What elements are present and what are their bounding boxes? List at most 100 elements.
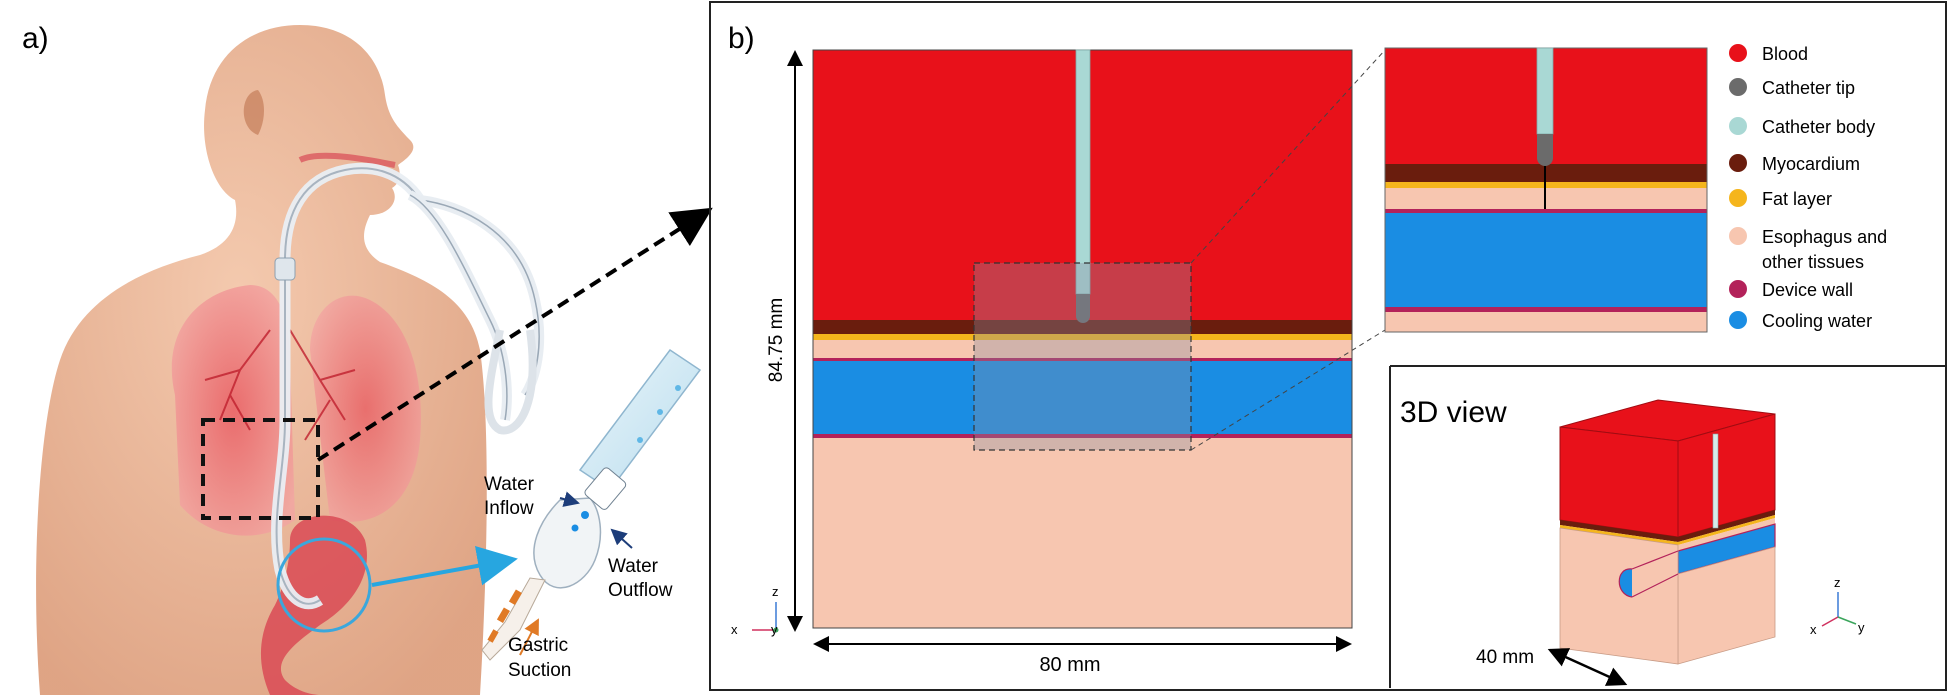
external-hose-2-outline [409, 194, 508, 421]
axis-y-dot [773, 627, 779, 633]
right-lung [310, 295, 421, 522]
axis-x-label: x [731, 622, 738, 637]
legend-swatch-device-wall [1729, 280, 1747, 298]
legend-swatch-cooling-water [1729, 311, 1747, 329]
inset-catheter-body [1536, 47, 1554, 135]
cyan-arrow [371, 546, 518, 587]
inset-tissue-lower [1385, 312, 1707, 332]
water-inflow-label-1: Water [484, 474, 535, 495]
legend: Blood Catheter tip Catheter body Myocard… [1729, 44, 1887, 331]
legend-label-device-wall: Device wall [1762, 280, 1853, 300]
axis3d-x-line [1821, 616, 1839, 627]
probe-illustration [481, 348, 702, 661]
layer-cooling-water [813, 361, 1352, 434]
water-port-4 [657, 409, 663, 415]
box-water-edge-bottom [1631, 573, 1679, 598]
panel-b: b) 84.75 mm 80 mm [709, 1, 1947, 691]
legend-swatch-blood [1729, 44, 1747, 62]
panel-b-label: b) [728, 22, 755, 55]
box-side-tissue [1678, 518, 1775, 551]
gastric-suction-label-1: Gastric [508, 635, 568, 656]
axis3d-z-label: z [1834, 575, 1841, 590]
box-side-fat [1678, 515, 1775, 545]
axis3d-y-line [1837, 616, 1857, 625]
axis-z-label: z [772, 584, 779, 599]
water-inflow-label-2: Inflow [484, 498, 534, 519]
zoom-connector-bottom [1190, 329, 1386, 451]
legend-label-tissue-line1: Esophagus and [1762, 227, 1887, 247]
layer-device-wall-upper [813, 358, 1352, 361]
zoom-connector-top [1190, 49, 1386, 264]
hose-loop [484, 329, 537, 435]
legend-swatch-myocardium [1729, 154, 1747, 172]
box-water-edge-top [1631, 550, 1679, 570]
gastric-suction-label-2: Suction [508, 660, 571, 681]
layer-myocardium [813, 320, 1352, 334]
width-dimension-label: 80 mm [1039, 654, 1100, 676]
water-port-2 [571, 524, 579, 532]
gastric-port-1 [496, 607, 510, 624]
water-outflow-label-2: Outflow [608, 580, 673, 601]
axis-y-label: y [771, 622, 778, 637]
tube-connector [274, 257, 296, 281]
axis3d-y-label: y [1858, 620, 1865, 635]
layer-fat [813, 334, 1352, 340]
catheter-tip [1076, 294, 1090, 323]
layer-device-wall-lower [813, 434, 1352, 438]
catheter-body [1075, 49, 1091, 295]
probe-connector [584, 467, 627, 510]
inset-device-wall-lower [1385, 307, 1707, 312]
legend-label-cooling-water: Cooling water [1762, 311, 1872, 331]
inset-cooling-water [1385, 213, 1707, 307]
gastric-port-3 [487, 629, 499, 643]
box-catheter [1712, 433, 1719, 529]
human-anatomy-illustration [36, 25, 545, 695]
panel-a: a) [22, 22, 713, 695]
box-front-water-cap [1618, 568, 1633, 598]
layer-tissue-lower [813, 438, 1352, 628]
box-front-fat [1560, 525, 1678, 545]
suction-arrow [519, 618, 539, 656]
box-front-tissue [1559, 527, 1679, 665]
legend-label-catheter-body: Catheter body [1762, 117, 1875, 137]
water-port-3 [637, 437, 643, 443]
ear [243, 90, 264, 135]
probe-balloon [533, 497, 602, 589]
airway [298, 152, 396, 168]
panel-b-frame [709, 1, 1947, 691]
view-3d-title: 3D view [1400, 396, 1507, 429]
zoom-region-box [973, 262, 1192, 451]
layer-tissue-upper [813, 340, 1352, 358]
esophageal-tube-outline [275, 167, 421, 605]
legend-label-blood: Blood [1762, 44, 1808, 64]
water-port-5 [675, 385, 681, 391]
depth-dimension-label: 40 mm [1476, 647, 1534, 668]
inflow-arrow [559, 491, 580, 507]
probe-shaft [578, 348, 702, 492]
view-3d: 3D view 40 mm [1400, 396, 1865, 686]
outflow-arrow [610, 528, 633, 549]
height-dimension-label: 84.75 mm [766, 298, 787, 382]
water-port-1 [581, 511, 589, 519]
panel-a-label: a) [22, 22, 49, 55]
inset-catheter-tip [1537, 134, 1553, 166]
legend-label-myocardium: Myocardium [1762, 154, 1860, 174]
zoom-inset [1384, 47, 1708, 333]
gastric-port-2 [508, 589, 522, 606]
box-front-myocardium [1560, 520, 1678, 542]
axis3d-x-label: x [1810, 622, 1817, 637]
depth-dimension-line [1547, 648, 1628, 686]
cross-section-main [812, 49, 1353, 629]
region-of-interest-box [201, 418, 320, 520]
legend-swatch-fat [1729, 189, 1747, 207]
legend-label-catheter-tip: Catheter tip [1762, 78, 1855, 98]
zoom-connector-arrow [316, 207, 713, 462]
stomach-highlight-circle [276, 537, 372, 633]
legend-swatch-catheter-body [1729, 117, 1747, 135]
legend-label-fat: Fat layer [1762, 189, 1832, 209]
legend-swatch-catheter-tip [1729, 78, 1747, 96]
box-side-myocardium [1678, 510, 1775, 542]
legend-swatch-tissue [1729, 227, 1747, 245]
water-outflow-label-1: Water [608, 556, 659, 577]
